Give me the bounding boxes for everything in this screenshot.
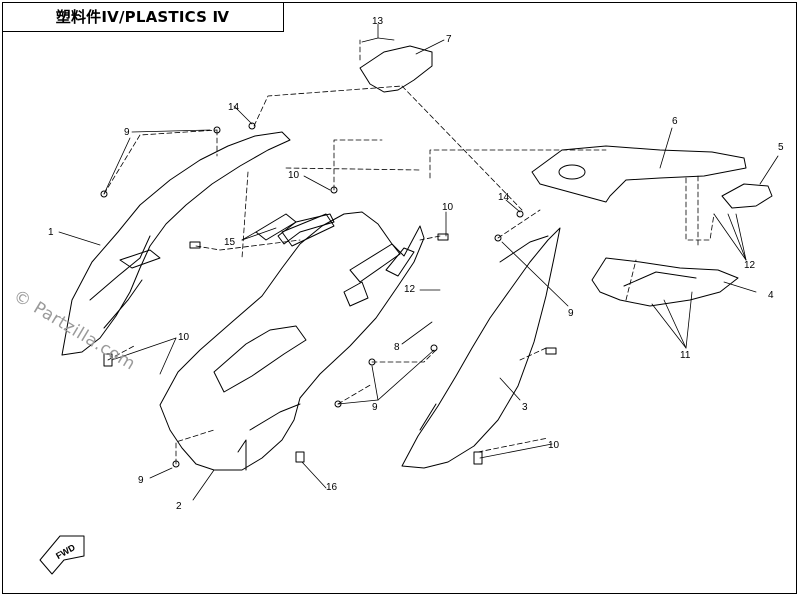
part-15-foam-strip-a: [277, 213, 335, 245]
fwd-label: FWD: [54, 542, 77, 561]
callout-7: 7: [446, 34, 452, 45]
diagram-title: 塑料件IV/PLASTICS Ⅳ: [2, 2, 284, 32]
callout-10-c: 10: [178, 332, 190, 343]
callout-15: 15: [224, 237, 236, 248]
callout-16: 16: [326, 482, 338, 493]
part-5-small-bracket: [721, 183, 773, 209]
part-7-top-bracket: [359, 45, 433, 93]
callout-2: 2: [176, 501, 182, 512]
callout-10-d: 10: [548, 440, 560, 451]
callout-3: 3: [522, 402, 528, 413]
fwd-arrow: [39, 535, 85, 575]
callout-12-b: 12: [404, 284, 416, 295]
callout-14-a: 14: [228, 102, 240, 113]
callout-6: 6: [672, 116, 678, 127]
callout-13: 13: [372, 16, 384, 27]
callout-12-a: 12: [744, 260, 756, 271]
callout-10-a: 10: [288, 170, 300, 181]
part-3-right-side-panel: [401, 227, 561, 469]
part-4-lower-cover: [591, 257, 739, 307]
part-15-foam-pad-b: [343, 281, 369, 307]
part-1-left-side-panel: [61, 131, 291, 356]
callout-14-b: 14: [498, 192, 510, 203]
callout-5: 5: [778, 142, 784, 153]
callout-8: 8: [394, 342, 400, 353]
part-6-upper-bracket: [531, 145, 747, 203]
part-15-foam-strip-b: [385, 247, 415, 277]
part-2-under-tray: [159, 211, 425, 471]
callout-10-b: 10: [442, 202, 454, 213]
callout-4: 4: [768, 290, 774, 301]
callout-1: 1: [48, 227, 54, 238]
callout-9-b: 9: [138, 475, 144, 486]
fwd-badge: FWD: [54, 542, 77, 561]
callout-9-a: 9: [124, 127, 130, 138]
callout-9-c: 9: [372, 402, 378, 413]
callout-9-d: 9: [568, 308, 574, 319]
callout-11: 11: [680, 350, 691, 361]
callout-labels: 1 2 3 4 5 6 7 8 9 9 9 9 10 10 10 10 11 1…: [48, 16, 784, 512]
